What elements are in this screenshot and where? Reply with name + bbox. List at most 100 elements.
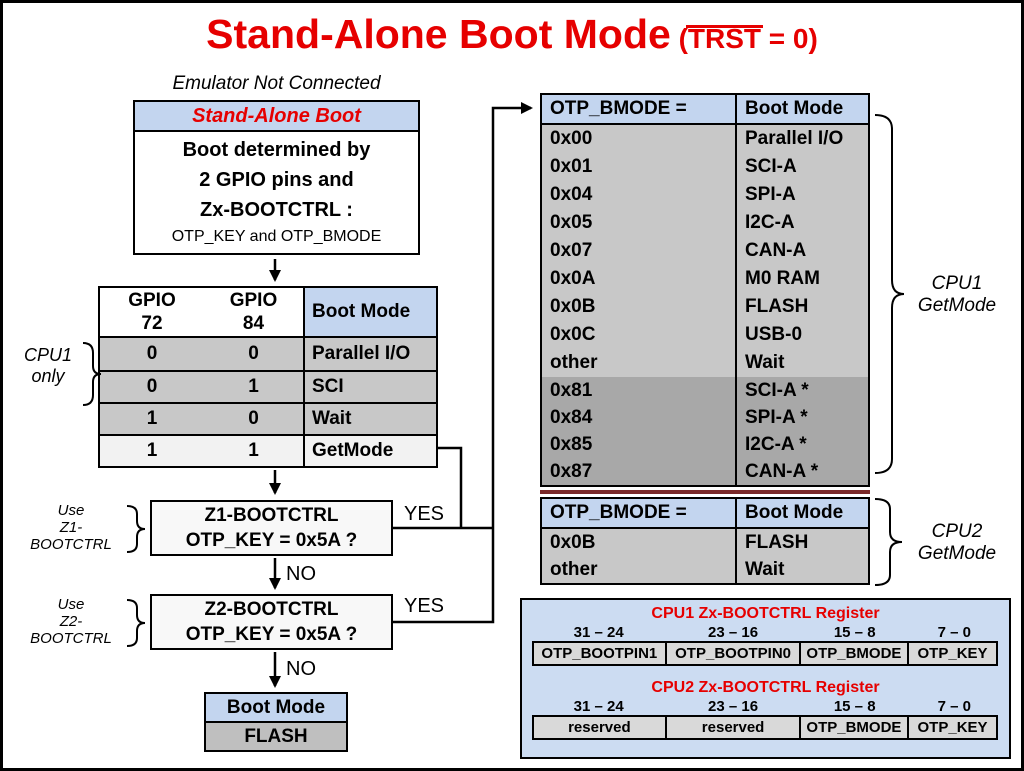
brace-use-z1: [126, 505, 146, 553]
boot-mode-value: SCI: [303, 372, 436, 402]
header-line: 84: [242, 313, 265, 334]
stand-alone-boot-body: Boot determined by 2 GPIO pins and Zx-BO…: [135, 132, 418, 253]
emulator-note: Emulator Not Connected: [172, 73, 381, 94]
boot-mode-value: M0 RAM: [735, 265, 868, 293]
trst-label: TRST: [687, 23, 762, 54]
boot-mode-value: Wait: [735, 556, 868, 583]
cpu1-register-title: CPU1 Zx-BOOTCTRL Register: [651, 605, 880, 622]
flash-box-value: FLASH: [206, 723, 346, 750]
table-row: 0x0A M0 RAM: [542, 265, 868, 293]
bit-range: 23 – 16: [708, 698, 759, 715]
cpu1-register-diagram: CPU1 Zx-BOOTCTRL Register 31 – 24 23 – 1…: [522, 604, 1009, 666]
label-line: GetMode: [917, 543, 997, 564]
label-line: CPU2: [931, 521, 983, 542]
decision-line: OTP_KEY = 0x5A ?: [185, 624, 358, 645]
table-row: other Wait: [542, 349, 868, 377]
header-line: GPIO: [229, 290, 278, 311]
cpu1-bit-ranges: 31 – 24 23 – 16 15 – 8 7 – 0: [532, 624, 1000, 641]
decision-line: Z1-BOOTCTRL: [204, 505, 339, 526]
cpu2-register-title: CPU2 Zx-BOOTCTRL Register: [651, 679, 880, 696]
label-line: Z2-: [59, 613, 83, 630]
bmode-code: 0x0A: [550, 268, 596, 289]
boot-mode-header: Boot Mode: [303, 288, 436, 336]
boot-mode-value: FLASH: [735, 529, 868, 556]
boot-mode-header: Boot Mode: [735, 499, 868, 527]
bmode-code: 0x05: [550, 212, 593, 233]
boot-mode-value: I2C-A *: [735, 431, 868, 458]
label-line: Use: [57, 502, 85, 519]
gpio84-value: 0: [248, 343, 259, 364]
body-line: OTP_KEY and OTP_BMODE: [171, 228, 382, 245]
stand-alone-boot-box: Stand-Alone Boot Boot determined by 2 GP…: [133, 100, 420, 255]
gpio72-value: 0: [146, 343, 158, 364]
cpu1-only-label: CPU1 only: [15, 345, 81, 387]
boot-mode-value: Wait: [735, 349, 868, 377]
table-separator: [540, 490, 870, 494]
register-field: OTP_BMODE: [798, 715, 909, 740]
table-row: 1 0 Wait: [100, 402, 436, 434]
z1-bootctrl-decision-box: Z1-BOOTCTRL OTP_KEY = 0x5A ?: [150, 500, 393, 556]
no-label: NO: [286, 658, 316, 680]
header-line: GPIO: [128, 290, 176, 311]
body-line: 2 GPIO pins and: [199, 169, 354, 191]
gpio-table-header: GPIO 72 GPIO 84 Boot Mode: [100, 288, 436, 338]
yes-label: YES: [404, 595, 445, 617]
register-field: reserved: [531, 715, 668, 740]
bmode-code: 0x07: [550, 240, 593, 261]
flash-box-header: Boot Mode: [206, 694, 346, 723]
gpio-boot-table: GPIO 72 GPIO 84 Boot Mode 0 0 Parallel I…: [98, 286, 438, 468]
use-z2-bootctrl-label: Use Z2- BOOTCTRL: [17, 596, 125, 647]
otp-bmode-header: OTP_BMODE =: [550, 502, 687, 523]
header-line: 72: [141, 313, 163, 334]
gpio84-value: 1: [248, 440, 259, 461]
table-header: OTP_BMODE = Boot Mode: [542, 499, 868, 529]
cpu2-bit-ranges: 31 – 24 23 – 16 15 – 8 7 – 0: [532, 698, 1000, 715]
cpu2-register-diagram: CPU2 Zx-BOOTCTRL Register 31 – 24 23 – 1…: [522, 678, 1009, 740]
boot-mode-value: SPI-A: [735, 181, 868, 209]
yes-label: YES: [404, 503, 445, 525]
boot-mode-value: Parallel I/O: [735, 125, 868, 153]
boot-mode-value: SCI-A: [735, 153, 868, 181]
label-line: only: [31, 366, 65, 386]
table-row: 0x01 SCI-A: [542, 153, 868, 181]
bmode-code: 0x01: [550, 156, 593, 177]
decision-line: OTP_KEY = 0x5A ?: [185, 530, 358, 551]
flash-boot-mode-box: Boot Mode FLASH: [204, 692, 348, 752]
boot-mode-value: Parallel I/O: [303, 338, 436, 370]
label-line: Z1-: [59, 519, 83, 536]
register-field: OTP_KEY: [906, 641, 999, 666]
label-line: BOOTCTRL: [30, 630, 112, 647]
condition-value: = 0): [761, 23, 818, 54]
brace-cpu1-getmode: [874, 114, 905, 474]
register-field: OTP_KEY: [906, 715, 999, 740]
bmode-code: 0x0B: [550, 296, 596, 317]
title-text: Stand-Alone Boot Mode: [206, 11, 671, 57]
bmode-code: 0x85: [550, 433, 593, 455]
bmode-code: 0x81: [550, 379, 593, 401]
brace-use-z2: [126, 599, 146, 647]
cpu1-getmode-label: CPU1 GetMode: [901, 273, 1013, 317]
gpio84-header: GPIO 84: [204, 288, 303, 336]
gpio72-value: 1: [146, 440, 158, 461]
boot-mode-value: I2C-A: [735, 209, 868, 237]
gpio72-header: GPIO 72: [100, 288, 204, 336]
boot-mode-value: USB-0: [735, 321, 868, 349]
brace-cpu2-getmode: [874, 498, 903, 586]
boot-mode-header: Boot Mode: [735, 95, 868, 123]
table-row-alt: 0x85 I2C-A *: [542, 431, 868, 458]
bit-range: 7 – 0: [937, 698, 971, 715]
bmode-code: 0x87: [550, 460, 593, 482]
bmode-code: other: [550, 352, 598, 373]
stand-alone-boot-header: Stand-Alone Boot: [135, 102, 418, 132]
cpu2-register-fields: reserved reserved OTP_BMODE OTP_KEY: [531, 715, 1000, 740]
